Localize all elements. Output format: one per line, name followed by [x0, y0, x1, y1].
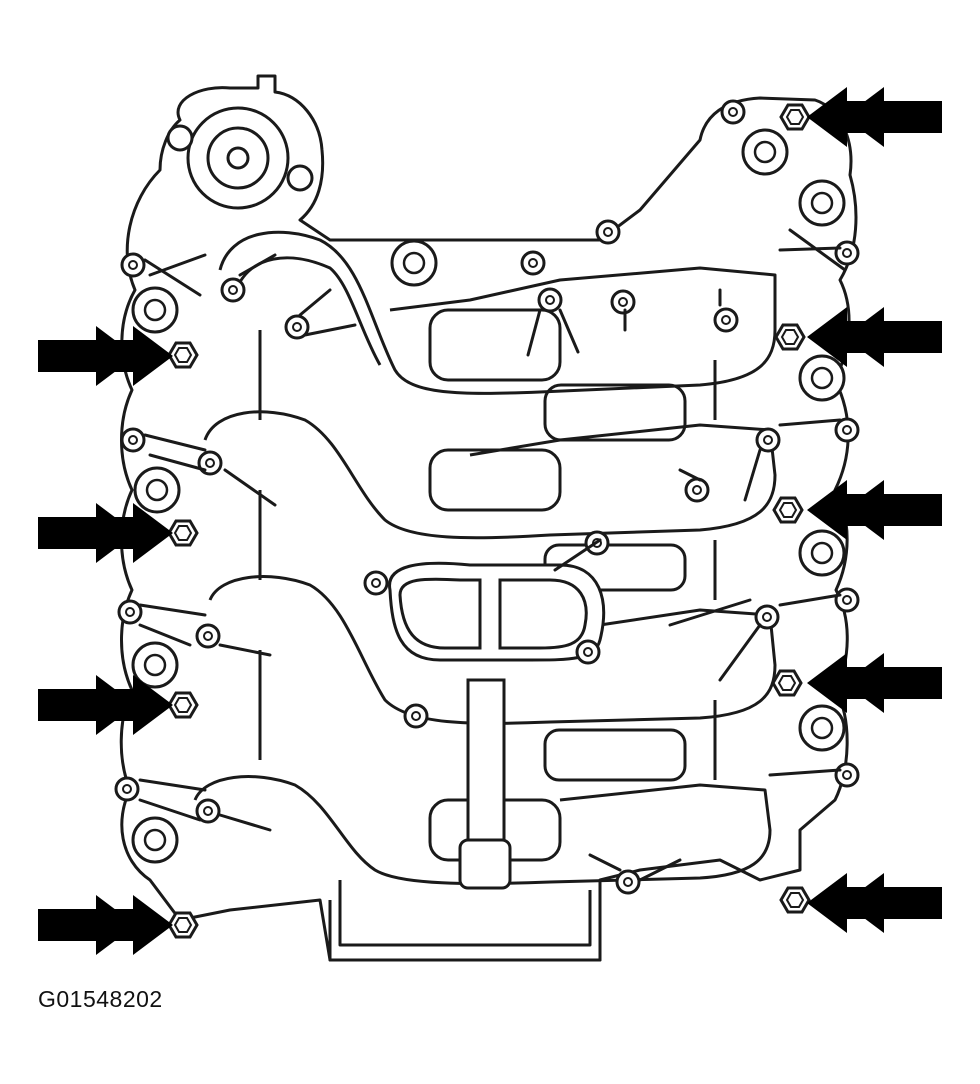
callout-arrow-icon — [807, 87, 942, 147]
callout-arrow-icon — [38, 326, 173, 386]
hex-nut — [771, 669, 803, 697]
upper-left-housing — [166, 106, 314, 210]
bracket-lines — [138, 228, 847, 882]
callout-arrow-icon — [807, 653, 942, 713]
intake-runners — [193, 230, 777, 886]
hex-nut — [774, 323, 806, 351]
hex-nut — [167, 519, 199, 547]
throttle-body-flange — [388, 561, 606, 890]
hex-nut — [167, 691, 199, 719]
hex-nut — [779, 886, 811, 914]
figure-id-label: G01548202 — [38, 986, 163, 1012]
hex-nut — [779, 103, 811, 131]
hex-nut — [167, 911, 199, 939]
callout-arrow-icon — [38, 895, 173, 955]
hex-nut — [167, 341, 199, 369]
hex-nut — [772, 496, 804, 524]
callout-arrow-icon — [807, 873, 942, 933]
